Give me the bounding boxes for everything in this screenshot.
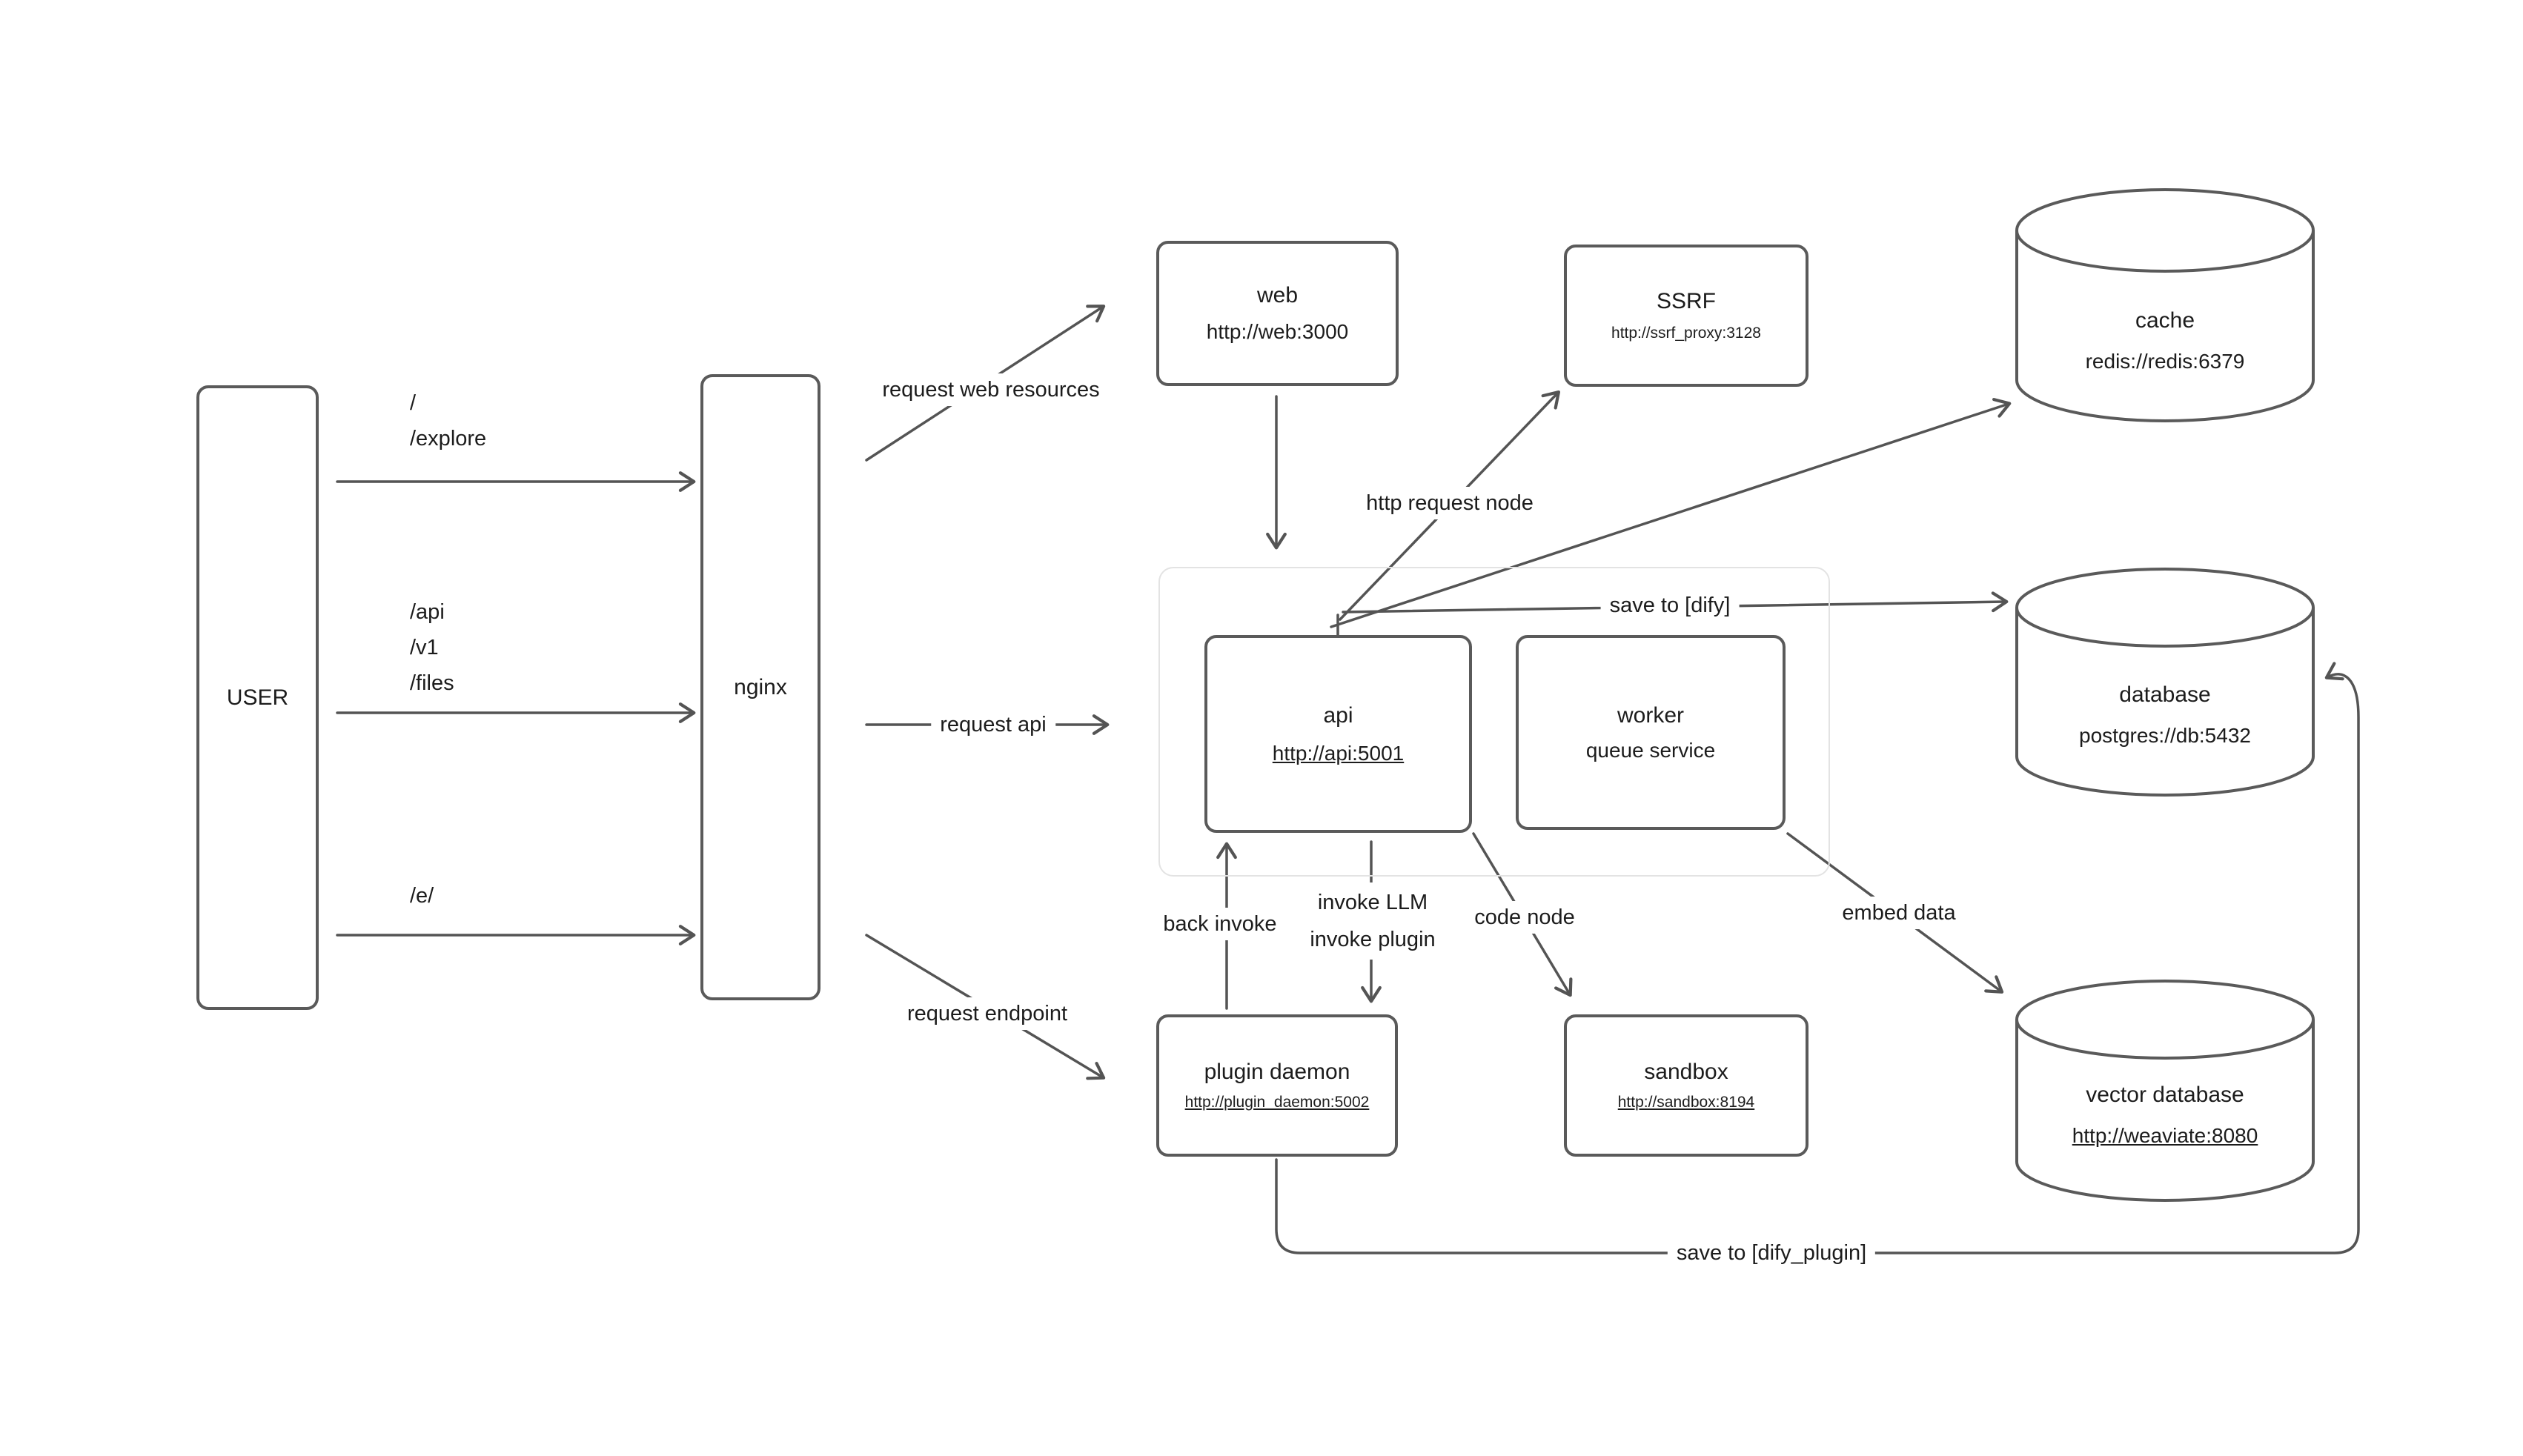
node-sandbox-url-link[interactable]: http://sandbox:8194 <box>1617 1094 1755 1111</box>
edge-label-back-invoke: back invoke <box>1154 908 1286 940</box>
edge-label-invoke: invoke LLM invoke plugin <box>1301 882 1445 960</box>
edge-label-http-request-node: http request node <box>1357 487 1542 519</box>
node-api-title: api <box>1323 702 1353 728</box>
node-api-url-link[interactable]: http://api:5001 <box>1272 741 1405 765</box>
path-api: /api <box>410 600 445 624</box>
node-vector-database: vector database http://weaviate:8080 <box>2015 979 2315 1203</box>
node-user: USER <box>196 385 319 1010</box>
edge-label-user-api-paths: /api /v1 /files <box>410 594 454 701</box>
node-worker-subtitle: queue service <box>1585 738 1716 762</box>
edge-label-user-web-paths: / /explore <box>410 385 486 456</box>
api-worker-group <box>1158 567 1830 877</box>
edge-api-cache <box>1330 398 2012 628</box>
edge-label-embed-data: embed data <box>1833 897 1965 929</box>
path-e: /e/ <box>410 884 434 908</box>
node-cache: cache redis://redis:6379 <box>2015 187 2315 423</box>
node-worker-title: worker <box>1617 702 1684 728</box>
node-web: web http://web:3000 <box>1156 241 1399 386</box>
edge-label-invoke-llm: invoke LLM <box>1317 891 1428 914</box>
node-cache-url: redis://redis:6379 <box>2085 349 2245 373</box>
path-v1: /v1 <box>410 636 439 659</box>
node-plugin-daemon-title: plugin daemon <box>1204 1060 1350 1084</box>
node-ssrf: SSRF http://ssrf_proxy:3128 <box>1564 245 1808 387</box>
edge-label-code-node: code node <box>1465 901 1584 934</box>
cylinder-shape-cache <box>2015 188 2315 422</box>
node-nginx: nginx <box>700 374 820 1000</box>
cylinder-shape-database <box>2015 568 2315 797</box>
cylinder-shape-vector-database <box>2015 980 2315 1202</box>
node-sandbox-title: sandbox <box>1644 1060 1728 1084</box>
edge-label-request-web: request web resources <box>873 373 1109 406</box>
node-worker: worker queue service <box>1516 635 1786 830</box>
node-plugin-daemon: plugin daemon http://plugin_daemon:5002 <box>1156 1014 1398 1157</box>
node-web-url: http://web:3000 <box>1206 320 1349 343</box>
node-database: database postgres://db:5432 <box>2015 567 2315 797</box>
node-plugin-daemon-url-link[interactable]: http://plugin_daemon:5002 <box>1184 1094 1370 1111</box>
node-sandbox: sandbox http://sandbox:8194 <box>1564 1014 1808 1157</box>
node-nginx-label: nginx <box>734 674 787 699</box>
node-cache-title: cache <box>2135 308 2195 333</box>
path-explore: /explore <box>410 427 487 451</box>
node-web-title: web <box>1256 283 1299 308</box>
node-ssrf-title: SSRF <box>1656 289 1716 313</box>
edge-label-request-endpoint: request endpoint <box>898 997 1077 1030</box>
path-files: /files <box>410 671 454 695</box>
node-user-label: USER <box>226 685 289 710</box>
edge-label-user-e-path: /e/ <box>410 878 434 914</box>
edge-label-save-dify: save to [dify] <box>1600 589 1740 622</box>
node-api: api http://api:5001 <box>1204 635 1472 833</box>
node-vector-database-title: vector database <box>2086 1083 2244 1107</box>
edge-label-request-api: request api <box>931 708 1055 741</box>
node-database-url: postgres://db:5432 <box>2079 723 2251 747</box>
path-root: / <box>410 391 417 415</box>
edge-label-save-dify-plugin: save to [dify_plugin] <box>1667 1237 1876 1269</box>
node-vector-database-url-link[interactable]: http://weaviate:8080 <box>2072 1124 2258 1147</box>
edge-plugin-save-database <box>1275 662 2360 1254</box>
node-database-title: database <box>2119 682 2211 707</box>
node-ssrf-url: http://ssrf_proxy:3128 <box>1611 325 1761 342</box>
edge-label-invoke-plugin: invoke plugin <box>1310 928 1436 951</box>
